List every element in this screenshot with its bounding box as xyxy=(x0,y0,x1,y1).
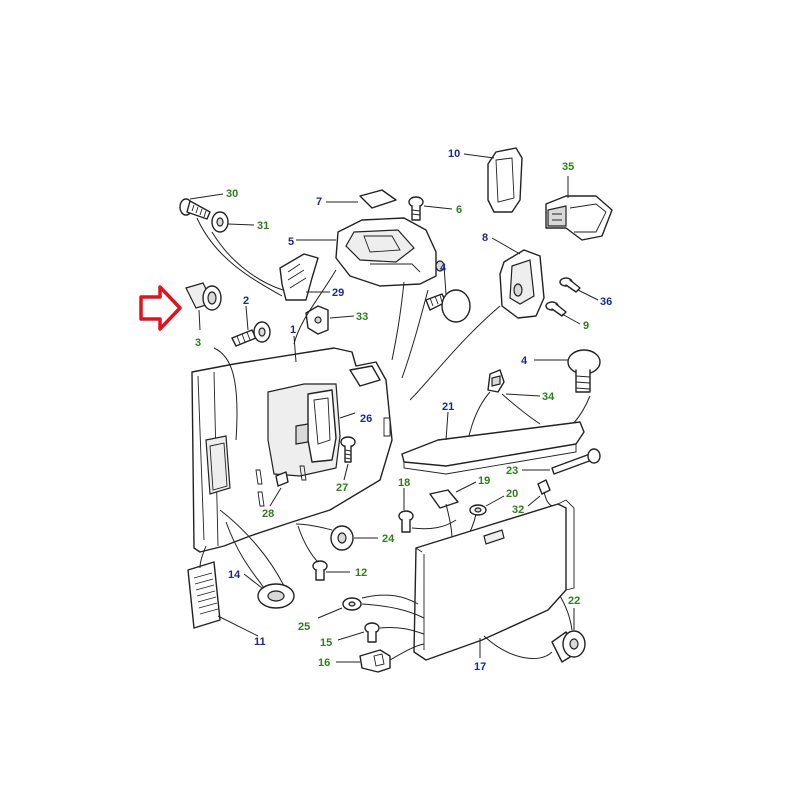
part-push-clip-4-right xyxy=(534,349,601,393)
part-clip-28 xyxy=(269,471,289,507)
callout-6: 6 xyxy=(456,204,462,216)
callout-8: 8 xyxy=(482,232,488,244)
part-screw-36 xyxy=(559,277,599,301)
callout-26: 26 xyxy=(360,413,372,425)
part-moulding-5 xyxy=(296,217,445,287)
part-push-clip-4-upper xyxy=(425,265,471,323)
callout-33: 33 xyxy=(356,311,368,323)
part-cover-7 xyxy=(326,189,397,209)
callout-28: 28 xyxy=(262,508,274,520)
part-vent-grille-11 xyxy=(187,561,259,637)
part-connector-35 xyxy=(545,176,613,241)
part-washer-20 xyxy=(469,495,505,516)
part-trim-panel-1 xyxy=(191,335,393,553)
callout-11: 11 xyxy=(254,636,266,648)
callout-34: 34 xyxy=(542,391,555,403)
callout-27: 27 xyxy=(336,482,348,494)
callout-32: 32 xyxy=(512,504,524,516)
callout-7: 7 xyxy=(316,196,322,208)
part-pin-23 xyxy=(522,448,601,475)
callout-3: 3 xyxy=(195,337,201,349)
callout-9: 9 xyxy=(583,320,589,332)
callout-14: 14 xyxy=(228,569,241,581)
callout-19: 19 xyxy=(478,475,490,487)
callout-36: 36 xyxy=(600,296,612,308)
part-grommet-24 xyxy=(330,525,378,551)
part-screw-30 xyxy=(179,193,224,220)
part-lid-17 xyxy=(413,499,575,661)
part-screw-27 xyxy=(340,436,356,481)
part-handle-bezel-8 xyxy=(491,237,545,319)
callout-12: 12 xyxy=(355,567,367,579)
part-bracket-16 xyxy=(336,649,391,673)
callout-4-upper: 4 xyxy=(440,262,447,274)
part-washer-31 xyxy=(211,211,255,233)
part-screw-18 xyxy=(398,488,414,533)
part-washer-25 xyxy=(317,597,362,619)
callout-20: 20 xyxy=(506,488,518,500)
part-bush-3 xyxy=(185,282,222,331)
part-screw-9 xyxy=(545,301,581,325)
part-grommet-14 xyxy=(243,573,295,609)
part-clip-32 xyxy=(527,479,551,507)
callout-4-right: 4 xyxy=(521,355,528,367)
part-bracket-19 xyxy=(429,481,477,509)
callout-29: 29 xyxy=(332,287,344,299)
part-screw-2 xyxy=(231,305,271,347)
callout-31: 31 xyxy=(257,220,269,232)
callout-15: 15 xyxy=(320,637,332,649)
part-screw-15 xyxy=(337,622,380,643)
callout-18: 18 xyxy=(398,477,410,489)
part-screw-12 xyxy=(312,560,350,581)
part-clip-34 xyxy=(487,369,541,397)
callout-22: 22 xyxy=(568,595,580,607)
part-lens-10 xyxy=(463,147,523,213)
part-shelf-21 xyxy=(401,411,585,475)
callout-17: 17 xyxy=(474,661,486,673)
callout-10: 10 xyxy=(448,148,460,160)
callout-23: 23 xyxy=(506,465,518,477)
callout-16: 16 xyxy=(318,657,330,669)
part-screw-6 xyxy=(408,196,453,221)
part-clip-33 xyxy=(305,305,355,335)
callout-5: 5 xyxy=(288,236,294,248)
callout-24: 24 xyxy=(382,533,395,545)
callout-21: 21 xyxy=(442,401,454,413)
callout-1: 1 xyxy=(290,324,296,336)
callout-2: 2 xyxy=(243,295,249,307)
arrow-right-icon xyxy=(139,285,182,331)
callout-30: 30 xyxy=(226,188,238,200)
callout-25: 25 xyxy=(298,621,310,633)
part-bracket-29 xyxy=(279,253,330,301)
callout-35: 35 xyxy=(562,161,574,173)
part-bush-22 xyxy=(551,608,586,663)
